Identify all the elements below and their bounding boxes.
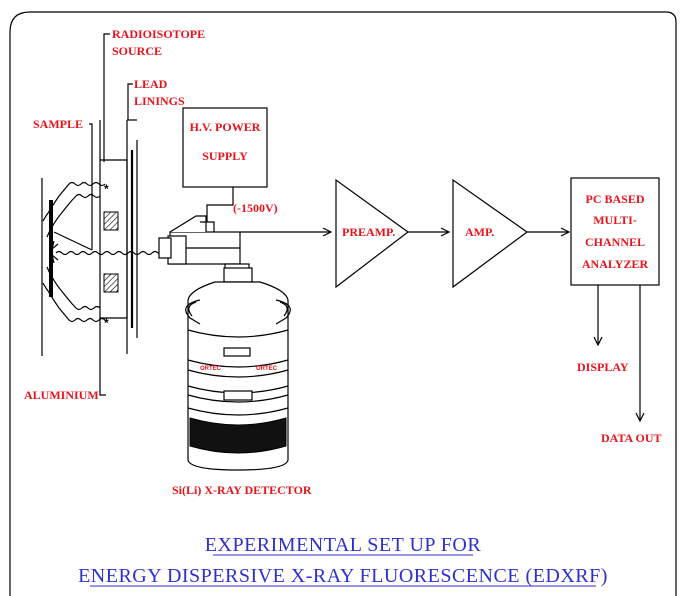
hv-line: [206, 187, 234, 222]
sample-label: SAMPLE: [33, 117, 83, 131]
amp-triangle: [452, 178, 529, 289]
amp-label: AMP.: [465, 225, 494, 239]
analyzer-box: [570, 177, 660, 286]
liquid-nitrogen-dewar: ORTEC ORTEC: [185, 281, 291, 471]
hv-power-supply-label-2: SUPPLY: [202, 149, 248, 163]
title-line-1: EXPERIMENTAL SET UP FOR: [205, 534, 482, 556]
preamp-triangle: [335, 178, 410, 289]
analyzer-label-4: ANALYZER: [582, 257, 649, 271]
detector-head: [158, 215, 253, 283]
dewar-brand-right: ORTEC: [256, 366, 278, 372]
source-assembly: * *: [41, 33, 166, 396]
dewar-brand-left: ORTEC: [200, 366, 222, 372]
data-out-label: DATA OUT: [601, 431, 662, 445]
source-star-top: *: [104, 182, 109, 196]
voltage-label: (-1500V): [233, 201, 278, 215]
title-line-2: ENERGY DISPERSIVE X-RAY FLUORESCENCE (ED…: [78, 565, 608, 587]
lead-label-2: LININGS: [134, 94, 185, 108]
detector-label: Si(Li) X-RAY DETECTOR: [172, 483, 312, 497]
preamp-label: PREAMP.: [342, 225, 395, 239]
aluminium-label: ALUMINIUM: [24, 388, 99, 402]
hv-power-supply-box: [182, 107, 268, 188]
source-star-bottom: *: [104, 316, 109, 330]
lead-label-1: LEAD: [134, 77, 168, 91]
diagram-frame: [9, 11, 677, 596]
radioisotope-label-2: SOURCE: [112, 44, 162, 58]
analyzer-label-1: PC BASED: [585, 192, 644, 206]
display-label: DISPLAY: [577, 360, 629, 374]
hv-power-supply-label-1: H.V. POWER: [190, 120, 261, 134]
analyzer-label-3: CHANNEL: [585, 235, 645, 249]
analyzer-label-2: MULTI-: [593, 213, 637, 227]
lead-block-bottom: [103, 273, 119, 293]
radioisotope-label-1: RADIOISOTOPE: [112, 27, 205, 41]
lead-block-top: [103, 211, 119, 231]
